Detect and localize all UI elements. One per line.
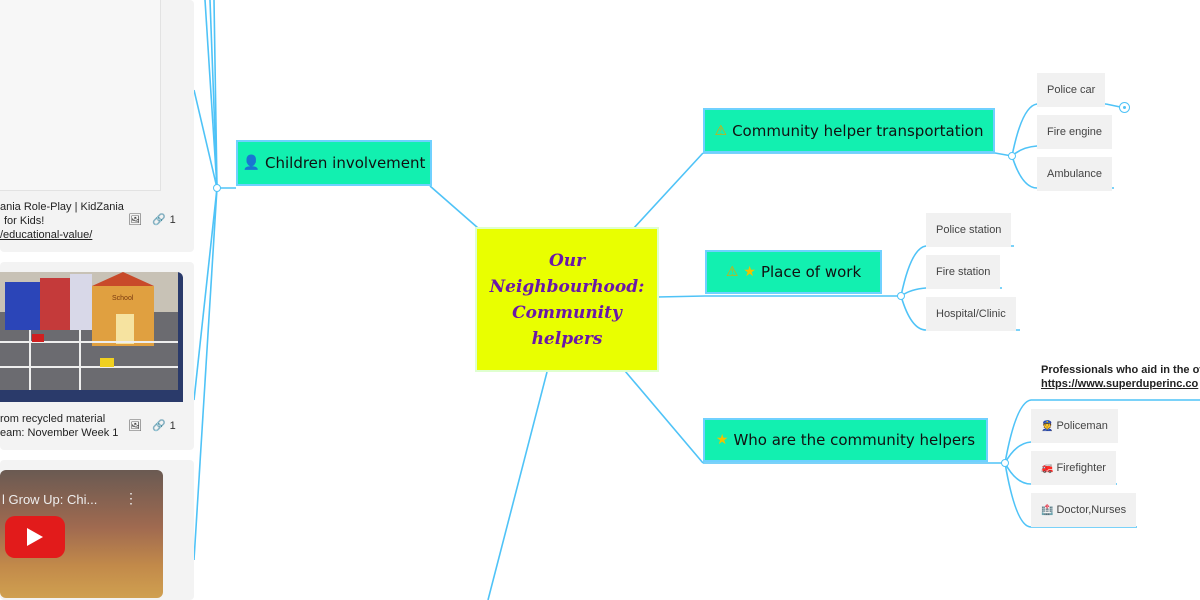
card-preview-area: [0, 0, 161, 191]
card-caption-line1: ania Role-Play | KidZania: [0, 201, 124, 213]
leaf-label: Police station: [936, 224, 1002, 236]
leaf-label: Police car: [1047, 84, 1096, 96]
video-thumbnail[interactable]: l Grow Up: Chi... ⋮: [0, 470, 163, 598]
add-node-handle[interactable]: [1119, 102, 1130, 113]
card-caption-line1: rom recycled material: [0, 413, 106, 425]
star-icon: ★: [743, 264, 756, 280]
star-icon: ★: [715, 432, 729, 448]
leaf-firefighter[interactable]: 🚒Firefighter: [1031, 451, 1116, 485]
card-caption-line2: eam: November Week 1: [0, 427, 119, 439]
node-who-are-community-helpers[interactable]: ★ Who are the community helpers: [703, 418, 988, 462]
card-link[interactable]: /educational-value/: [0, 229, 93, 241]
leaf-doctor-nurses[interactable]: 🏥Doctor,Nurses: [1031, 493, 1137, 527]
node-label: Children involvement: [265, 154, 426, 172]
collapse-toggle-left[interactable]: [213, 184, 221, 192]
link-icon[interactable]: 🔗: [151, 214, 166, 226]
leaf-ambulance[interactable]: Ambulance: [1037, 157, 1113, 191]
helpers-note-text: Professionals who aid in the ove: [1041, 364, 1200, 376]
warning-icon: ⚠: [714, 122, 728, 139]
node-label: Community helper transportation: [732, 121, 984, 140]
leaf-fire-station[interactable]: Fire station: [926, 255, 1001, 289]
resource-card-kidzania[interactable]: ania Role-Play | KidZania for Kids! /edu…: [0, 0, 194, 252]
link-count: 1: [169, 419, 176, 432]
collapse-toggle-transport[interactable]: [1008, 152, 1016, 160]
node-place-of-work[interactable]: ⚠ ★ Place of work: [705, 250, 882, 294]
hospital-icon: 🏥: [1041, 504, 1054, 516]
central-topic-line1: Our: [548, 250, 586, 271]
central-topic[interactable]: Our Neighbourhood: Community helpers: [477, 229, 657, 370]
resource-card-video[interactable]: l Grow Up: Chi... ⋮: [0, 460, 194, 600]
leaf-label: Fire station: [936, 266, 991, 278]
school-sign: School: [112, 295, 134, 302]
person-icon: 👤: [242, 155, 260, 171]
town-model-image[interactable]: School: [0, 272, 183, 402]
leaf-label: Hospital/Clinic: [936, 308, 1006, 320]
leaf-label: Doctor,Nurses: [1056, 504, 1127, 516]
more-options-icon[interactable]: ⋮: [124, 490, 138, 506]
leaf-fire-engine[interactable]: Fire engine: [1037, 115, 1113, 149]
card-caption-line2: for Kids!: [4, 215, 45, 227]
helpers-note-link[interactable]: https://www.superduperinc.co: [1041, 378, 1199, 390]
node-community-helper-transportation[interactable]: ⚠ Community helper transportation: [703, 108, 995, 153]
node-label: Place of work: [760, 263, 862, 281]
leaf-police-station[interactable]: Police station: [926, 213, 1012, 247]
link-icon[interactable]: 🔗: [151, 420, 166, 432]
leaf-label: Policeman: [1056, 420, 1108, 432]
policeman-icon: 👮: [1041, 420, 1054, 432]
leaf-hospital-clinic[interactable]: Hospital/Clinic: [926, 297, 1016, 331]
leaf-policeman[interactable]: 👮Policeman: [1031, 409, 1118, 443]
link-count: 1: [169, 213, 176, 226]
central-topic-line3: Community: [512, 302, 622, 323]
image-icon[interactable]: 🖼: [128, 420, 142, 432]
central-topic-line2: Neighbourhood:: [489, 276, 645, 297]
helpers-note[interactable]: Professionals who aid in the ove https:/…: [1041, 363, 1200, 391]
resource-card-recycled[interactable]: School rom recycled material eam: Novemb…: [0, 262, 194, 450]
leaf-label: Firefighter: [1056, 462, 1106, 474]
leaf-police-car[interactable]: Police car: [1037, 73, 1106, 107]
video-title: l Grow Up: Chi...: [2, 492, 98, 507]
collapse-toggle-helpers[interactable]: [1001, 459, 1009, 467]
fire-truck-icon: 🚒: [1041, 462, 1054, 474]
youtube-play-icon[interactable]: [5, 516, 65, 558]
node-label: Who are the community helpers: [733, 431, 976, 449]
image-icon[interactable]: 🖼: [128, 214, 142, 226]
leaf-label: Ambulance: [1047, 168, 1103, 180]
collapse-toggle-work[interactable]: [897, 292, 905, 300]
node-children-involvement[interactable]: 👤 Children involvement: [236, 140, 432, 186]
leaf-label: Fire engine: [1047, 126, 1103, 138]
central-topic-line4: helpers: [531, 328, 603, 349]
warning-icon: ⚠: [725, 264, 739, 280]
